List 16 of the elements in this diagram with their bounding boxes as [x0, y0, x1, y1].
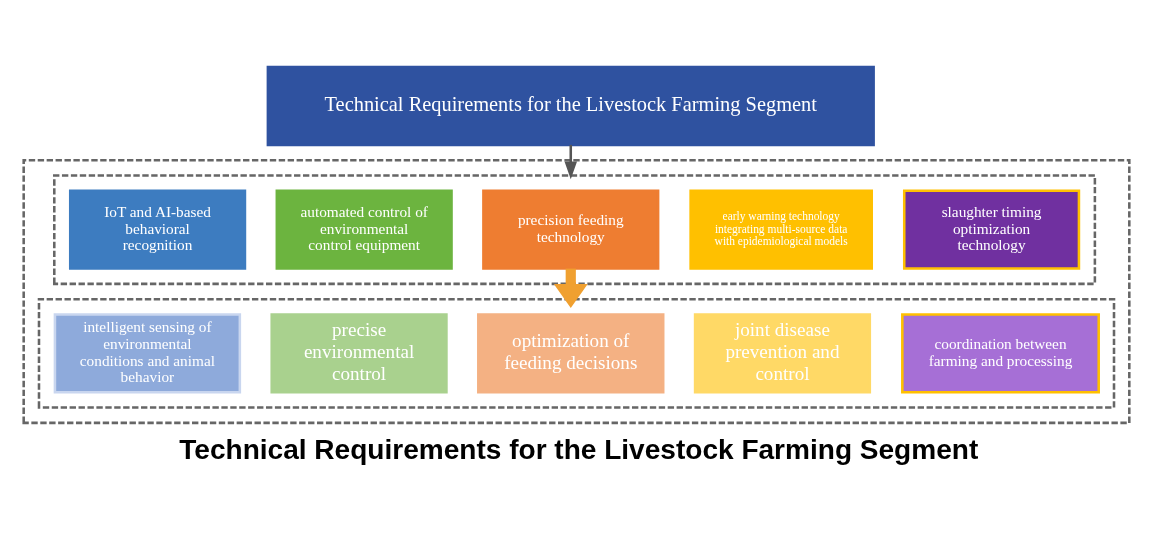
node-box: Technical Requirements for the Livestock Farming Segment	[266, 65, 875, 146]
node-box: coordination between farming and processing	[901, 312, 1100, 394]
cluster	[37, 297, 1116, 409]
cluster	[53, 173, 1097, 285]
arrow	[564, 144, 577, 179]
node-box: precision feeding technology	[482, 189, 660, 270]
node-box: slaughter timing optimization technology	[902, 189, 1081, 270]
node-box: optimization of feeding decisions	[477, 312, 665, 394]
node-box: intelligent sensing of environmental conditions and animal behavior	[53, 312, 242, 394]
arrow	[553, 268, 588, 308]
node-box: precise environmental control	[270, 312, 448, 394]
caption: Technical Requirements for the Livestock Farming Segment	[179, 433, 979, 465]
node-box: joint disease prevention and control	[693, 312, 872, 394]
node-box: automated control of environmental control equipment	[275, 189, 453, 270]
node-box: IoT and AI-based behavioral recognition	[68, 189, 247, 270]
node-box: early warning technology integrating multi-source data with epidemiological models	[689, 189, 873, 270]
